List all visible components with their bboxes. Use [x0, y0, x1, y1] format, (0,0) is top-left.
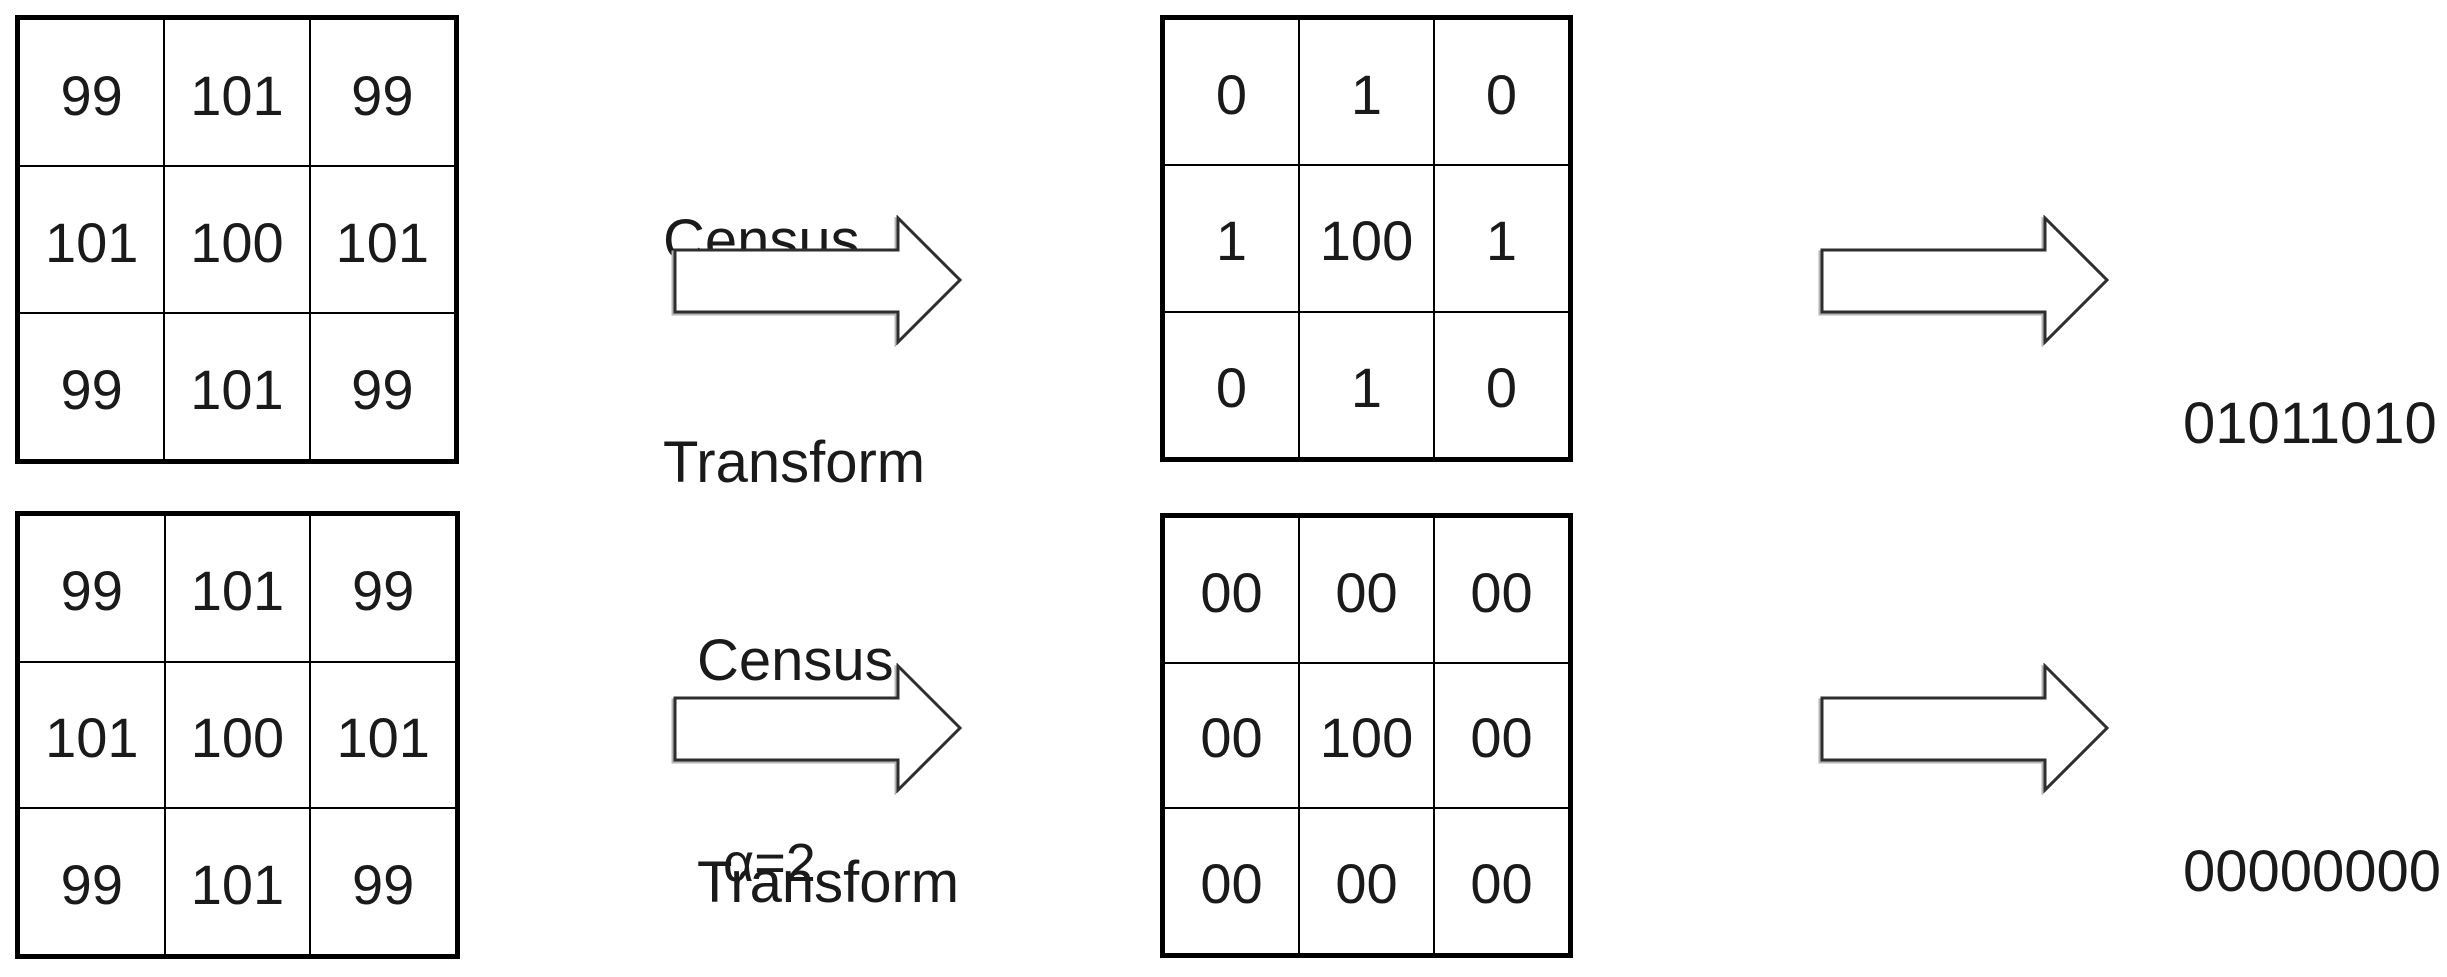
grid-cell: 101 — [19, 661, 165, 809]
grid-cell: 99 — [310, 808, 456, 955]
grid-cell: 0 — [1434, 311, 1569, 458]
grid-cell: 00 — [1299, 808, 1434, 954]
alpha-param-label: α=2 — [723, 833, 816, 893]
grid-cell: 99 — [310, 515, 456, 662]
grid-cell: 101 — [164, 19, 310, 166]
grid-cell: 00 — [1164, 662, 1299, 809]
census-transform-label-bottom: Census Transform — [697, 476, 959, 977]
input-grid-top: 99 101 99 101 100 101 99 101 99 — [15, 15, 459, 464]
grid-cell: 101 — [19, 166, 165, 313]
grid-cell: 100 — [1299, 165, 1434, 312]
grid-cell: 00 — [1164, 808, 1299, 954]
grid-cell: 1 — [1299, 19, 1434, 166]
right-arrow-icon — [673, 215, 963, 345]
grid-cell: 00 — [1434, 808, 1569, 954]
right-arrow-icon — [1820, 663, 2110, 793]
grid-cell: 1 — [1299, 311, 1434, 458]
grid-cell: 0 — [1434, 19, 1569, 166]
grid-cell: 00 — [1164, 517, 1299, 663]
grid-cell: 101 — [164, 515, 311, 662]
grid-cell: 99 — [19, 515, 165, 662]
right-arrow-icon — [1820, 215, 2110, 345]
grid-cell: 99 — [309, 313, 455, 460]
result-bitstring-bottom: 00000000 00000000 — [2183, 684, 2441, 977]
grid-cell: 99 — [19, 313, 165, 460]
bitstring-line: 01011010 — [2183, 391, 2437, 456]
grid-cell: 101 — [310, 661, 456, 809]
grid-cell: 100 — [164, 166, 310, 313]
right-arrow-icon — [673, 663, 963, 793]
grid-cell: 00 — [1299, 517, 1434, 663]
grid-cell: 1 — [1434, 165, 1569, 312]
grid-cell: 0 — [1164, 311, 1299, 458]
grid-cell: 101 — [309, 166, 455, 313]
label-line: Census — [697, 628, 894, 693]
grid-cell: 99 — [19, 808, 165, 955]
grid-cell: 101 — [164, 313, 310, 460]
grid-cell: 00 — [1434, 517, 1569, 663]
input-grid-bottom: 99 101 99 101 100 101 99 101 99 — [15, 511, 460, 959]
census-transform-label-top: Census Transform — [663, 56, 925, 648]
grid-cell: 0 — [1164, 19, 1299, 166]
grid-cell: 00 — [1434, 662, 1569, 809]
output-grid-bottom: 00 00 00 00 100 00 00 00 00 — [1160, 513, 1573, 958]
grid-cell: 1 — [1164, 165, 1299, 312]
output-grid-top: 0 1 0 1 100 1 0 1 0 — [1160, 15, 1573, 462]
grid-cell: 99 — [309, 19, 455, 166]
label-line: Transform — [663, 430, 926, 495]
grid-cell: 99 — [19, 19, 165, 166]
grid-cell: 101 — [164, 808, 311, 955]
grid-cell: 100 — [1299, 662, 1434, 809]
label-line: Transform — [697, 850, 960, 915]
result-bitstring-top: 01011010 — [2183, 236, 2437, 611]
grid-cell: 100 — [164, 661, 311, 809]
bitstring-line: 00000000 — [2183, 839, 2442, 904]
